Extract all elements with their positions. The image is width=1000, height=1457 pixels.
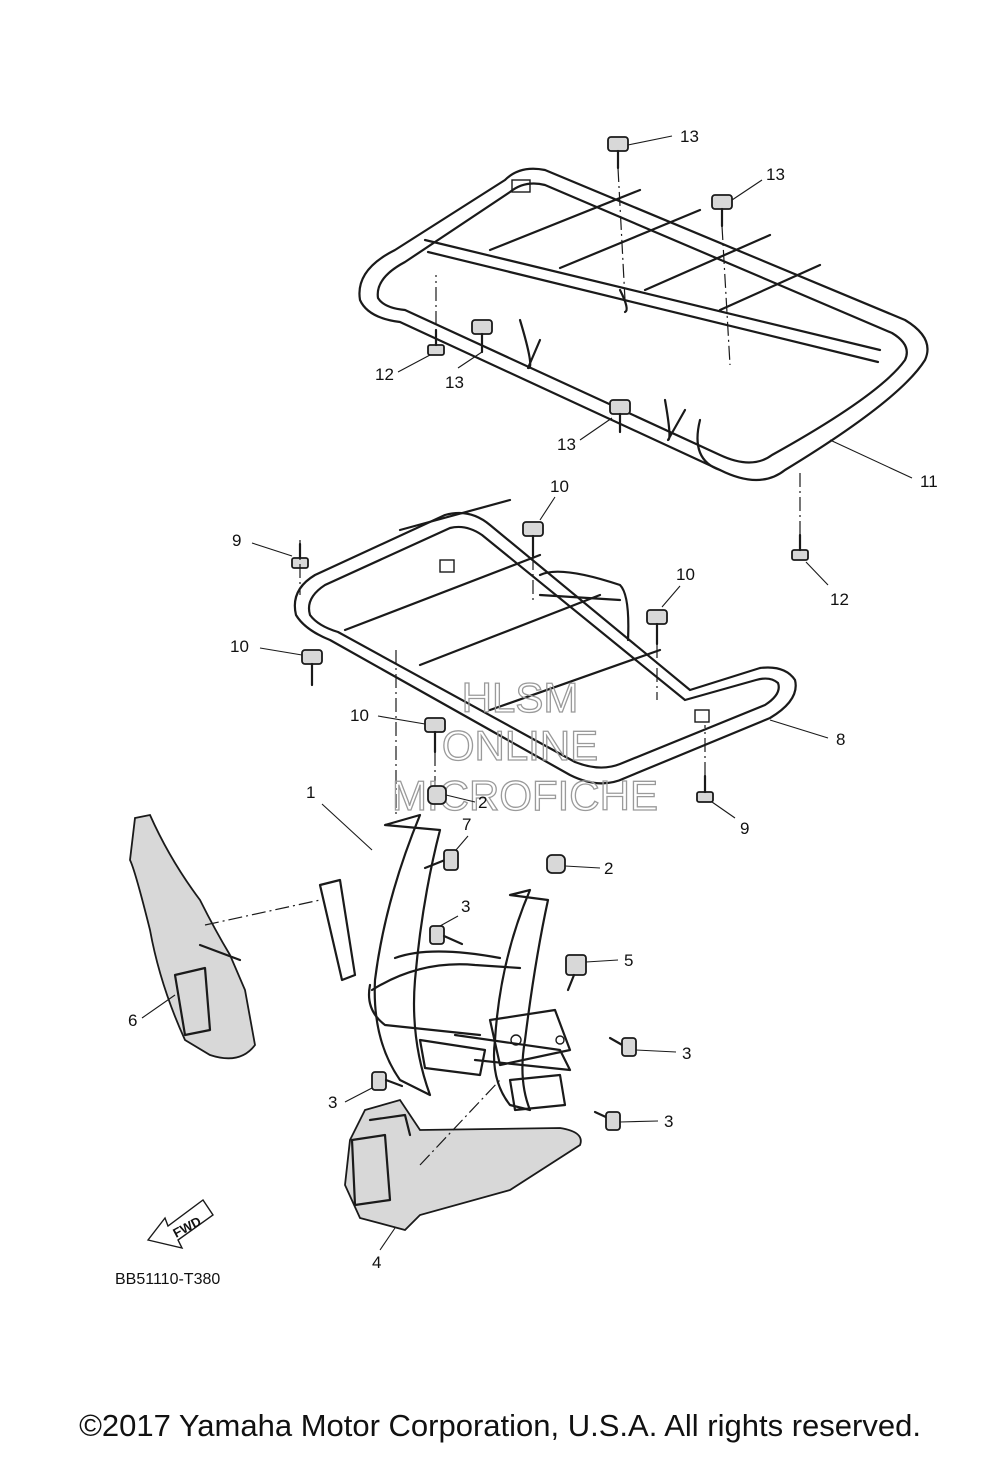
nut-12-icon[interactable] — [397, 328, 445, 373]
watermark-line-2: ONLINE — [442, 722, 598, 769]
bolt-10-icon[interactable] — [259, 647, 323, 687]
bolt-13-icon[interactable] — [579, 399, 631, 441]
grommet-2-icon[interactable] — [546, 854, 601, 874]
front-guard-frame-part-1[interactable] — [318, 813, 572, 1112]
bolt-3-icon[interactable] — [344, 1071, 404, 1103]
callout-10b: 10 — [676, 565, 695, 584]
front-bumper-guard-part-4[interactable] — [344, 1098, 582, 1232]
callout-12a: 12 — [375, 365, 394, 384]
bolt-13-icon[interactable] — [711, 179, 763, 228]
callout-3d: 3 — [664, 1112, 673, 1131]
callout-13b: 13 — [766, 165, 785, 184]
callout-10c: 10 — [230, 637, 249, 656]
bolt-5-icon[interactable] — [565, 954, 619, 992]
forward-direction-arrow-icon: FWD — [146, 1198, 214, 1250]
callout-13a: 13 — [680, 127, 699, 146]
bolt-13-icon[interactable] — [457, 319, 493, 369]
callout-5: 5 — [624, 951, 633, 970]
callout-4: 4 — [372, 1253, 381, 1272]
callout-2a: 2 — [478, 793, 487, 812]
bolt-10-icon[interactable] — [377, 715, 446, 754]
diagram-reference-code: BB51110-T380 — [115, 1271, 220, 1288]
bolt-3-icon[interactable] — [429, 915, 464, 946]
callout-1: 1 — [306, 783, 315, 802]
callout-3b: 3 — [682, 1044, 691, 1063]
callout-2b: 2 — [604, 859, 613, 878]
bolt-3-icon[interactable] — [608, 1036, 677, 1057]
bolt-10-icon[interactable] — [646, 585, 681, 646]
watermark-line-1: HLSM — [462, 674, 579, 721]
callout-11: 11 — [920, 472, 938, 491]
callout-7: 7 — [462, 815, 471, 834]
nut-12-icon[interactable] — [791, 533, 829, 586]
callout-9a: 9 — [232, 531, 241, 550]
grommet-2-icon[interactable] — [427, 785, 476, 805]
exploded-parts-diagram: 13 13 13 13 12 12 11 9 9 10 10 10 10 8 — [115, 127, 938, 1288]
front-carrier-part-8[interactable] — [293, 498, 797, 785]
callout-9b: 9 — [740, 819, 749, 838]
callout-6: 6 — [128, 1011, 137, 1030]
callout-12b: 12 — [830, 590, 849, 609]
callout-8: 8 — [836, 730, 845, 749]
nut-9-icon[interactable] — [696, 774, 736, 819]
side-guard-part-6[interactable] — [129, 813, 256, 1060]
bolt-7-icon[interactable] — [423, 835, 469, 871]
callout-10d: 10 — [350, 706, 369, 725]
copyright-notice: ©2017 Yamaha Motor Corporation, U.S.A. A… — [79, 1408, 921, 1443]
bolt-13-icon[interactable] — [607, 135, 673, 170]
fwd-label: FWD — [170, 1213, 203, 1240]
callout-10a: 10 — [550, 477, 569, 496]
bolt-10-icon[interactable] — [522, 496, 556, 558]
callout-13d: 13 — [557, 435, 576, 454]
rear-carrier-part-11[interactable] — [358, 167, 929, 481]
callout-3c: 3 — [328, 1093, 337, 1112]
callout-3a: 3 — [461, 897, 470, 916]
bolt-3-icon[interactable] — [593, 1110, 659, 1131]
callout-13c: 13 — [445, 373, 464, 392]
